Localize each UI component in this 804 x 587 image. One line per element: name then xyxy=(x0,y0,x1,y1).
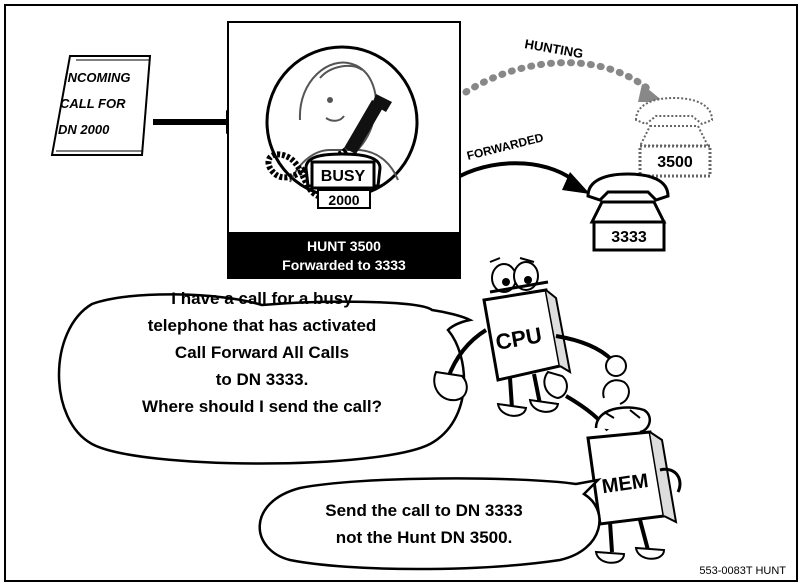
incoming-line-1: INCOMING xyxy=(64,70,130,85)
busy-phone-panel: BUSY 2000 HUNT 3500 Forwarded to 3333 xyxy=(228,22,460,278)
status-line-1: HUNT 3500 xyxy=(307,238,381,254)
figure-id: 553-0083T HUNT xyxy=(699,565,786,577)
cpu-speech-line-3: Call Forward All Calls xyxy=(175,343,349,362)
incoming-line-3: DN 2000 xyxy=(58,122,110,137)
busy-label: BUSY xyxy=(321,168,366,185)
hunt-phone-dn: 3500 xyxy=(657,154,693,171)
forwarded-label: FORWARDED xyxy=(465,130,545,163)
cpu-speech-line-2: telephone that has activated xyxy=(148,316,377,335)
incoming-call-note: INCOMING CALL FOR DN 2000 xyxy=(52,56,150,155)
cpu-speech-bubble: I have a call for a busy telephone that … xyxy=(59,289,470,464)
hunting-label: HUNTING xyxy=(523,36,584,61)
incoming-line-2: CALL FOR xyxy=(60,96,126,111)
mem-speech-line-1: Send the call to DN 3333 xyxy=(325,501,522,520)
cpu-speech-line-5: Where should I send the call? xyxy=(142,397,382,416)
desk-phone-icon: BUSY 2000 xyxy=(306,154,380,208)
cpu-speech-line-1: I have a call for a busy xyxy=(171,289,353,308)
cpu-speech-line-4: to DN 3333. xyxy=(216,370,309,389)
forward-phone-dn: 3333 xyxy=(611,229,647,246)
forwarded-arrow: FORWARDED xyxy=(460,130,590,194)
status-line-2: Forwarded to 3333 xyxy=(282,257,406,273)
mem-speech-bubble: Send the call to DN 3333 not the Hunt DN… xyxy=(260,478,600,569)
cpu-character-icon: CPU xyxy=(434,258,626,416)
mem-speech-line-2: not the Hunt DN 3500. xyxy=(336,528,513,547)
hunt-phone-icon: 3500 xyxy=(636,98,712,176)
hunting-arrow: HUNTING xyxy=(466,36,664,102)
forward-phone-icon: 3333 xyxy=(588,174,668,250)
busy-dn: 2000 xyxy=(328,192,359,208)
